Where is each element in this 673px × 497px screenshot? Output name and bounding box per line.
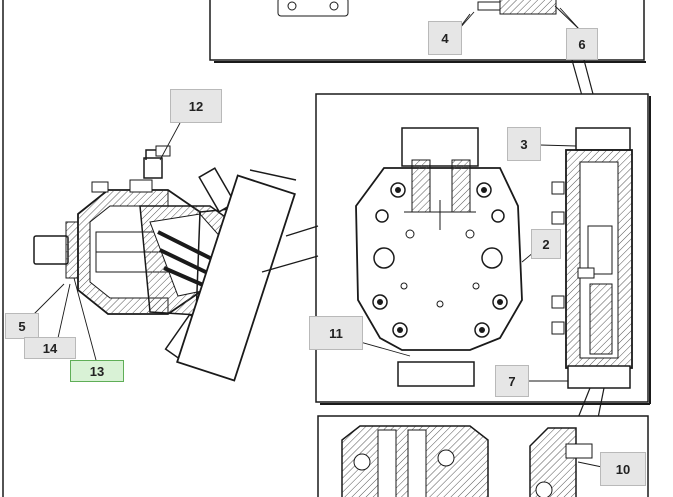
callout-2[interactable]: 2 (531, 229, 561, 259)
callout-4[interactable]: 4 (428, 21, 462, 55)
callout-6[interactable]: 6 (566, 28, 598, 60)
leader-3 (539, 144, 577, 147)
callout-5[interactable]: 5 (5, 313, 39, 339)
leader-12 (159, 122, 181, 161)
callout-13[interactable]: 13 (70, 360, 124, 382)
leader-5 (33, 283, 65, 315)
pump-detail-leader (261, 225, 319, 273)
callout-3[interactable]: 3 (507, 127, 541, 161)
leader-4 (459, 11, 475, 29)
bottom-frame-leader (577, 387, 605, 419)
callout-7[interactable]: 7 (495, 365, 529, 397)
pump-assembly (33, 145, 297, 382)
callout-11[interactable]: 11 (309, 316, 363, 350)
valve-block-side-view (551, 127, 633, 389)
callout-14[interactable]: 14 (24, 337, 76, 359)
leader-13 (73, 277, 97, 361)
leader-14 (57, 283, 71, 339)
leader-10 (577, 461, 603, 468)
callout-12[interactable]: 12 (170, 89, 222, 123)
bottom-detail-frame (317, 415, 649, 497)
callout-leaders (33, 7, 603, 468)
leader-6 (559, 7, 581, 31)
port-plate-front-view (355, 127, 523, 387)
callout-10[interactable]: 10 (600, 452, 646, 486)
